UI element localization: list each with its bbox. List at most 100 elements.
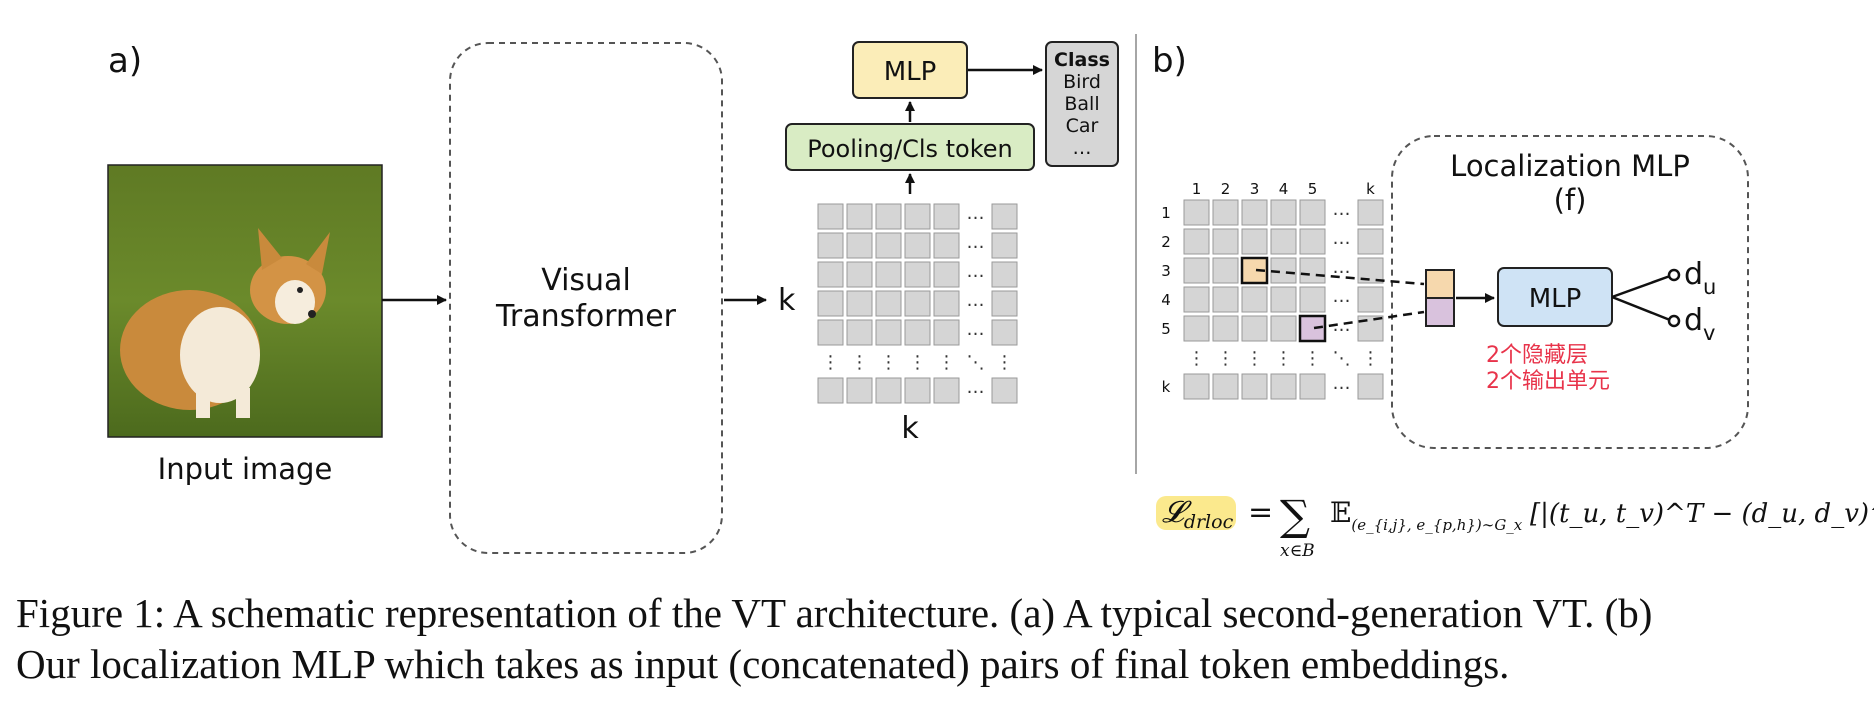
grid-a-vdots: ⋮ bbox=[938, 352, 956, 373]
grid-b-cell bbox=[1299, 373, 1326, 400]
grid-a-cell bbox=[933, 377, 960, 404]
grid-b-cell bbox=[1212, 257, 1239, 284]
grid-a-cell bbox=[991, 377, 1018, 404]
grid-b-row-header: 2 bbox=[1161, 233, 1171, 251]
grid-a-cell bbox=[904, 261, 931, 288]
grid-a-cell bbox=[817, 203, 844, 230]
class-item-bird: Bird bbox=[1063, 71, 1101, 93]
grid-a-cell bbox=[817, 261, 844, 288]
grid-b-row-header: k bbox=[1162, 378, 1171, 396]
grid-a-cell bbox=[817, 319, 844, 346]
grid-b-cell bbox=[1299, 228, 1326, 255]
grid-a-hdots: … bbox=[967, 232, 985, 253]
grid-a-hdots: … bbox=[967, 377, 985, 398]
grid-b-cell bbox=[1299, 199, 1326, 226]
grid-b-cell bbox=[1183, 373, 1210, 400]
formula-body: [|(t_u, t_v)^T − (d_u, d_v)^T|_1]. bbox=[1530, 499, 1874, 529]
grid-a-cell bbox=[933, 319, 960, 346]
grid-b-vdots: ⋮ bbox=[1246, 348, 1264, 369]
grid-b-cell bbox=[1241, 199, 1268, 226]
visual-transformer-label-1: Visual bbox=[541, 263, 631, 298]
output-du: du bbox=[1684, 257, 1716, 299]
output-line-u bbox=[1611, 274, 1671, 299]
grid-b-col-header: 2 bbox=[1221, 180, 1231, 198]
grid-b-cell bbox=[1183, 199, 1210, 226]
connector-purple bbox=[1313, 310, 1425, 330]
annotation-hidden-layers: 2个隐藏层 bbox=[1486, 343, 1588, 368]
pooling-box bbox=[785, 123, 1035, 171]
class-item-car: Car bbox=[1066, 115, 1099, 137]
grid-b-cell bbox=[1270, 228, 1297, 255]
grid-b-vdots: ⋮ bbox=[1188, 348, 1206, 369]
figure-caption: Figure 1: A schematic representation of … bbox=[16, 588, 1856, 690]
grid-a-ddots: ⋱ bbox=[967, 352, 985, 373]
visual-transformer-label-2: Transformer bbox=[495, 299, 677, 334]
grid-b-cell bbox=[1357, 199, 1384, 226]
grid-b-cell bbox=[1212, 199, 1239, 226]
grid-b-cell bbox=[1357, 286, 1384, 313]
formula-sum-sub: x∈B bbox=[1280, 541, 1315, 561]
concat-token-purple bbox=[1425, 297, 1455, 327]
grid-a-hdots: … bbox=[967, 261, 985, 282]
grid-a-cell bbox=[933, 232, 960, 259]
grid-b-hdots: … bbox=[1333, 286, 1351, 307]
mlp-label-a: MLP bbox=[884, 57, 937, 87]
visual-transformer-box bbox=[449, 42, 723, 554]
grid-a-cell bbox=[904, 290, 931, 317]
grid-a-cell bbox=[846, 203, 873, 230]
formula-lhs: 𝓛drloc bbox=[1162, 495, 1234, 533]
grid-a-cell bbox=[991, 261, 1018, 288]
grid-b-vdots: ⋮ bbox=[1217, 348, 1235, 369]
grid-b-cell bbox=[1212, 315, 1239, 342]
grid-a-cell bbox=[817, 232, 844, 259]
grid-b-cell bbox=[1270, 199, 1297, 226]
grid-b-cell bbox=[1270, 373, 1297, 400]
grid-b-row-header: 5 bbox=[1161, 320, 1171, 338]
grid-a-cell bbox=[846, 377, 873, 404]
grid-b-row-header: 4 bbox=[1161, 291, 1171, 309]
mlp-label-b: MLP bbox=[1529, 284, 1582, 314]
caption-line-1: Figure 1: A schematic representation of … bbox=[16, 590, 1653, 636]
grid-a-vdots: ⋮ bbox=[909, 352, 927, 373]
grid-a-cell bbox=[846, 290, 873, 317]
grid-b-cell bbox=[1183, 228, 1210, 255]
grid-a-cell bbox=[991, 290, 1018, 317]
panel-a: a) Input image Visual Transformer k …………… bbox=[107, 41, 1119, 554]
formula-sum: ∑ bbox=[1280, 491, 1310, 540]
grid-b-cell bbox=[1241, 286, 1268, 313]
class-item-ball: Ball bbox=[1064, 93, 1099, 115]
class-title: Class bbox=[1054, 49, 1110, 71]
grid-a-hdots: … bbox=[967, 290, 985, 311]
grid-b-row-header: 1 bbox=[1161, 204, 1171, 222]
panel-a-label: a) bbox=[108, 41, 142, 81]
grid-a-cell bbox=[904, 232, 931, 259]
grid-b-cell bbox=[1212, 228, 1239, 255]
connector-orange bbox=[1255, 268, 1425, 286]
pooling-label: Pooling/Cls token bbox=[807, 135, 1013, 163]
output-line-v bbox=[1611, 295, 1671, 322]
grid-a-cell bbox=[991, 319, 1018, 346]
grid-a-cell bbox=[846, 232, 873, 259]
class-box bbox=[1045, 41, 1119, 167]
grid-b-hdots: … bbox=[1333, 373, 1351, 394]
grid-b-cell bbox=[1270, 257, 1297, 284]
formula-expectation: 𝔼(e_{i,j}, e_{p,h})∼G_x bbox=[1330, 496, 1523, 534]
grid-a-vdots: ⋮ bbox=[880, 352, 898, 373]
grid-a-cell bbox=[846, 261, 873, 288]
grid-b-cell bbox=[1241, 373, 1268, 400]
grid-a-hdots: … bbox=[967, 203, 985, 224]
grid-b-hdots: … bbox=[1333, 257, 1351, 278]
grid-a-cell bbox=[875, 261, 902, 288]
caption-line-2: Our localization MLP which takes as inpu… bbox=[16, 641, 1510, 687]
grid-b-cell bbox=[1270, 315, 1297, 342]
formula-eq: = bbox=[1248, 495, 1273, 530]
grid-b-row-header: 3 bbox=[1161, 262, 1171, 280]
grid-b-cell bbox=[1241, 228, 1268, 255]
grid-a-cell bbox=[875, 319, 902, 346]
output-node-v bbox=[1667, 314, 1681, 328]
grid-b-cell bbox=[1212, 286, 1239, 313]
token-grid-a: ……………⋮⋮⋮⋮⋮⋱⋮… bbox=[817, 203, 1018, 404]
